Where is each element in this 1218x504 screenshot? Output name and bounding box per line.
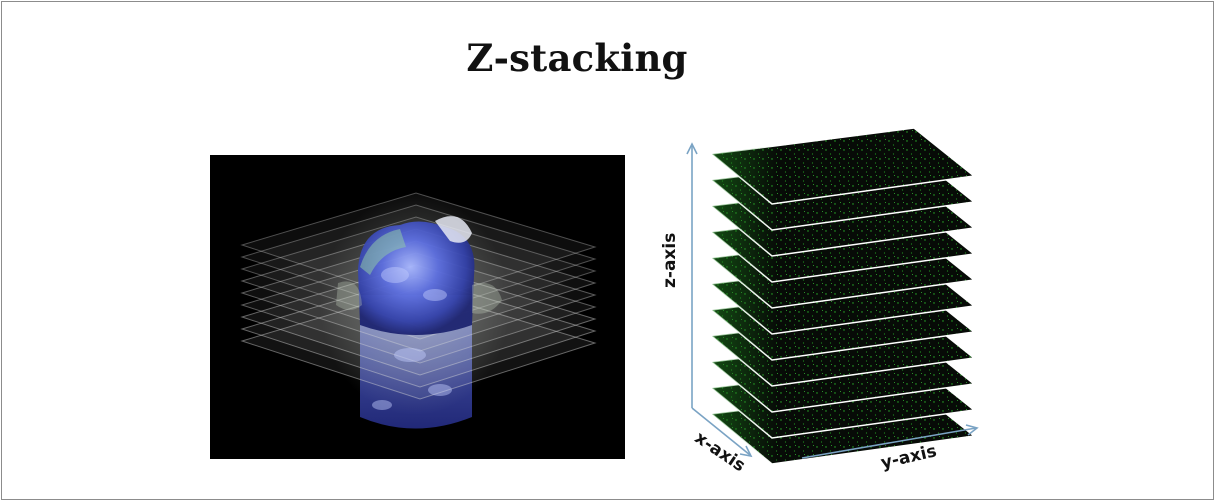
cell-z-stack-render	[210, 155, 625, 459]
z-axis-label: z-axis	[660, 232, 680, 288]
slice-stack-diagram: z-axis x-axis y-axis	[660, 120, 992, 490]
cell-render-graphic	[210, 155, 625, 459]
optical-slice	[710, 127, 976, 205]
axis-lines	[686, 142, 979, 459]
slide-title: Z-stacking	[466, 36, 688, 80]
slice-stack-graphic	[686, 127, 979, 465]
